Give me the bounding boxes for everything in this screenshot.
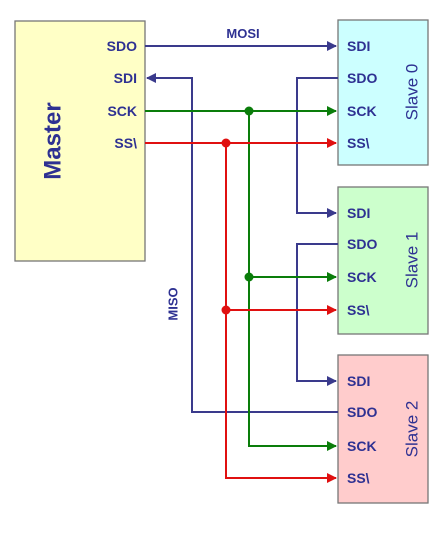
slave-0-box: [337, 19, 429, 166]
mosi-label: MOSI: [226, 26, 259, 41]
slave-0-pin-sck: SCK: [347, 103, 377, 119]
slave-1-pin-ss: SS\: [347, 302, 370, 318]
miso-label: MISO: [165, 287, 180, 320]
ss-junction-0: [221, 138, 231, 148]
clock-lines: [145, 106, 337, 451]
sck-line-1: [248, 111, 337, 282]
master-pin-sdi: SDI: [114, 70, 137, 86]
chain-line-1-2: [296, 243, 338, 386]
master-pin-ss: SS\: [114, 135, 137, 151]
slave-2-pin-ss: SS\: [347, 470, 370, 486]
slave-0-pin-sdo: SDO: [347, 70, 377, 86]
slave-2-box: [337, 354, 429, 504]
master-pin-sdo: SDO: [107, 38, 137, 54]
master-pin-sck: SCK: [107, 103, 137, 119]
slave-1-title: Slave 1: [402, 232, 421, 289]
sck-junction-1: [244, 272, 254, 282]
slave-1-pin-sck: SCK: [347, 269, 377, 285]
ss-line-1: [225, 143, 337, 315]
slave-2-title: Slave 2: [402, 401, 421, 458]
slave-1-pin-sdo: SDO: [347, 236, 377, 252]
data-lines: [145, 41, 338, 413]
slave-0-pin-sdi: SDI: [347, 38, 370, 54]
slave-0-pin-ss: SS\: [347, 135, 370, 151]
master-title: Master: [39, 102, 66, 179]
master-box: [14, 20, 146, 262]
ss-line-2: [225, 310, 337, 483]
slave-1-pin-sdi: SDI: [347, 205, 370, 221]
ss-junction-1: [221, 305, 231, 315]
sck-junction-0: [244, 106, 254, 116]
slave-0-title: Slave 0: [402, 64, 421, 121]
slave-2-pin-sdo: SDO: [347, 404, 377, 420]
sck-line-2: [248, 277, 337, 451]
slave-1-box: [337, 186, 429, 335]
slave-2-pin-sdi: SDI: [347, 373, 370, 389]
chain-line-0-1: [296, 77, 338, 218]
slave-2-pin-sck: SCK: [347, 438, 377, 454]
miso-line: [146, 73, 338, 413]
